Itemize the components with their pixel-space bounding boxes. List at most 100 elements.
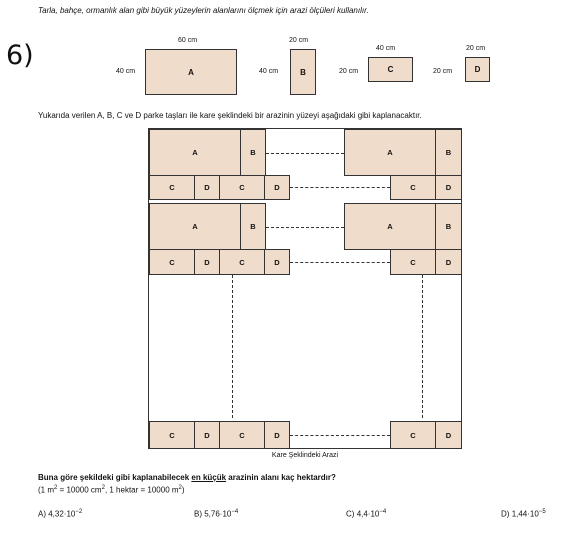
cell-label: C [239,183,245,192]
cell-label: D [274,257,280,267]
cell-d: D [435,249,462,275]
tile-a: A [145,49,237,95]
cell-label: C [169,183,175,192]
option-a[interactable]: A) 4,32·10−2 [38,509,82,519]
dashed-line [422,275,423,418]
units-part: ) [181,485,185,495]
description-text: Yukarıda verilen A, B, C ve D parke taşl… [38,111,422,120]
units-part: = 10000 cm [57,485,102,495]
option-exponent: −2 [75,509,83,515]
cell-c: C [149,175,195,200]
cell-label: D [445,257,452,267]
cell-label: C [169,430,175,440]
cell-label: B [445,148,452,157]
cell-c: C [219,175,265,200]
option-letter: D) [501,509,510,519]
cell-label: C [410,257,416,267]
cell-d: D [264,421,290,449]
cell-label: D [274,183,280,192]
tile-a-label: A [188,67,194,77]
cell-label: C [169,257,175,267]
cell-label: B [445,222,452,231]
cell-d: D [194,421,220,449]
option-letter: C) [346,509,355,519]
cell-c: C [219,421,265,449]
tile-a-height-label: 40 cm [116,68,136,75]
units-part: , 1 hektar = 10000 m [104,485,179,495]
cell-c: C [390,175,436,200]
cell-a: A [149,129,241,176]
cell-c: C [149,249,195,275]
cell-b: B [240,203,266,250]
cell-label: B [250,222,256,231]
cell-label: C [410,430,416,440]
cell-label: D [445,183,452,192]
cell-label: C [239,257,245,267]
dashed-line [232,275,233,418]
cell-d: D [264,249,290,275]
cell-label: C [410,183,416,192]
cell-b: B [435,129,462,176]
cell-a: A [344,203,436,250]
intro-text: Tarla, bahçe, ormanlık alan gibi büyük y… [38,6,369,15]
cell-label: D [274,430,280,440]
cell-c: C [390,249,436,275]
unit-conversion-text: (1 m2 = 10000 cm2, 1 hektar = 10000 m2) [38,485,185,495]
cell-c: C [390,421,436,449]
question-prefix: Buna göre şekildeki gibi kaplanabilecek [38,473,192,482]
option-letter: B) [194,509,202,519]
dashed-line [290,187,390,188]
cell-c: C [219,249,265,275]
tile-d: D [465,57,490,82]
question-number: 6) [6,40,34,71]
cell-d: D [435,421,462,449]
dashed-line [290,435,390,436]
cell-b: B [435,203,462,250]
option-exponent: −4 [231,509,239,515]
dashed-line [290,262,390,263]
cell-d: D [194,249,220,275]
diagram-caption: Kare Şeklindeki Arazi [271,452,339,459]
tile-b-label: B [300,67,306,77]
option-value: 5,76·10 [204,509,232,519]
option-b[interactable]: B) 5,76·10−4 [194,509,238,519]
tile-c-height-label: 20 cm [339,68,359,75]
cell-label: D [204,183,210,192]
cell-label: A [387,222,393,231]
option-value: 4,4·10 [356,509,380,519]
cell-label: A [192,148,198,157]
tile-d-height-label: 20 cm [433,68,453,75]
question-emphasis: en küçük [191,473,227,482]
option-d[interactable]: D) 1,44·10−5 [501,509,546,519]
cell-b: B [240,129,266,176]
dashed-line [266,153,344,154]
tile-d-width-label: 20 cm [466,45,486,52]
tile-b-height-label: 40 cm [259,68,279,75]
tile-b-width-label: 20 cm [289,37,309,44]
cell-a: A [149,203,241,250]
units-part: (1 m [38,485,54,495]
superscript: 2 [178,485,182,491]
tile-b: B [290,49,316,95]
tile-c-label: C [387,65,394,74]
cell-label: D [445,430,452,440]
cell-label: A [192,222,198,231]
cell-c: C [149,421,195,449]
option-exponent: −4 [379,509,387,515]
cell-d: D [435,175,462,200]
superscript: 2 [54,485,58,491]
option-letter: A) [38,509,46,519]
cell-label: D [204,257,210,267]
dashed-line [266,227,344,228]
option-exponent: −5 [538,509,546,515]
cell-label: A [387,148,393,157]
cell-d: D [264,175,290,200]
cell-label: C [239,430,245,440]
option-value: 1,44·10 [511,509,539,519]
cell-d: D [194,175,220,200]
tile-c-width-label: 40 cm [376,45,396,52]
cell-a: A [344,129,436,176]
option-c[interactable]: C) 4,4·10−4 [346,509,386,519]
tile-a-width-label: 60 cm [178,37,198,44]
tile-d-label: D [474,65,481,74]
